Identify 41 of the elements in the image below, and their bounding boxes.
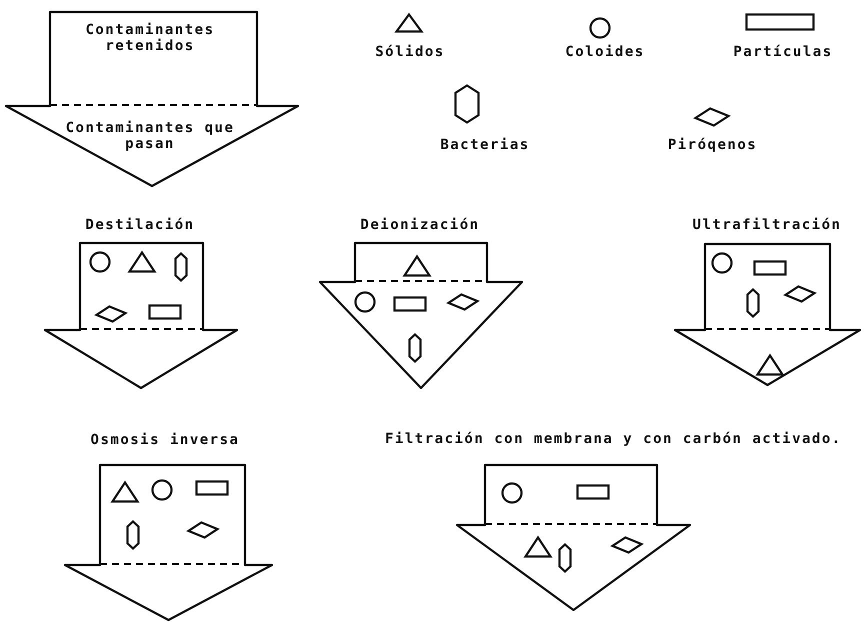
rectangle-icon: [393, 296, 427, 312]
rectangle-icon: [148, 304, 182, 320]
triangle-icon: [111, 481, 139, 503]
diamond-icon: [611, 536, 643, 554]
triangle-icon: [403, 255, 431, 277]
diamond-icon: [95, 305, 127, 323]
hexagon-icon: [558, 543, 572, 573]
filter-arrow: [320, 217, 522, 390]
diamond-icon: [447, 293, 479, 311]
hexagon-icon: [746, 288, 760, 318]
legend-label: Bacterias: [439, 137, 531, 153]
rectangle-icon: [195, 480, 229, 496]
triangle-icon: [128, 251, 156, 273]
arrow-text: Contaminantes retenidos: [84, 22, 216, 54]
rectangle-icon: [576, 484, 610, 500]
circle-icon: [89, 251, 111, 273]
triangle-icon: [524, 536, 552, 558]
legend-label: Piróqenos: [666, 137, 758, 153]
rectangle-icon: [753, 260, 787, 276]
diamond-icon: [784, 285, 816, 303]
hexagon-icon: [126, 520, 140, 550]
filter-arrow: [45, 217, 237, 390]
hexagon-icon: [174, 252, 188, 282]
process-title: Filtración con membrana y con carbón activado.: [385, 432, 843, 446]
triangle-icon: [756, 354, 784, 376]
circle-icon: [711, 252, 733, 274]
process-title: Osmosis inversa: [90, 432, 240, 448]
arrow-text: Contaminantes que pasan: [65, 120, 235, 152]
legend-label: Sólidos: [374, 44, 446, 60]
circle-icon: [151, 479, 173, 501]
process-title: Destilación: [84, 217, 196, 233]
process-title: Deionización: [359, 217, 481, 233]
filter-arrow: [672, 217, 862, 387]
legend-label: Partículas: [732, 44, 834, 60]
hexagon-icon: [408, 333, 422, 363]
filter-arrow: [6, 12, 298, 188]
process-title: Ultrafiltración: [692, 217, 842, 233]
circle-icon: [501, 482, 523, 504]
circle-icon: [354, 291, 376, 313]
diamond-icon: [187, 521, 219, 539]
legend-label: Coloides: [564, 44, 646, 60]
